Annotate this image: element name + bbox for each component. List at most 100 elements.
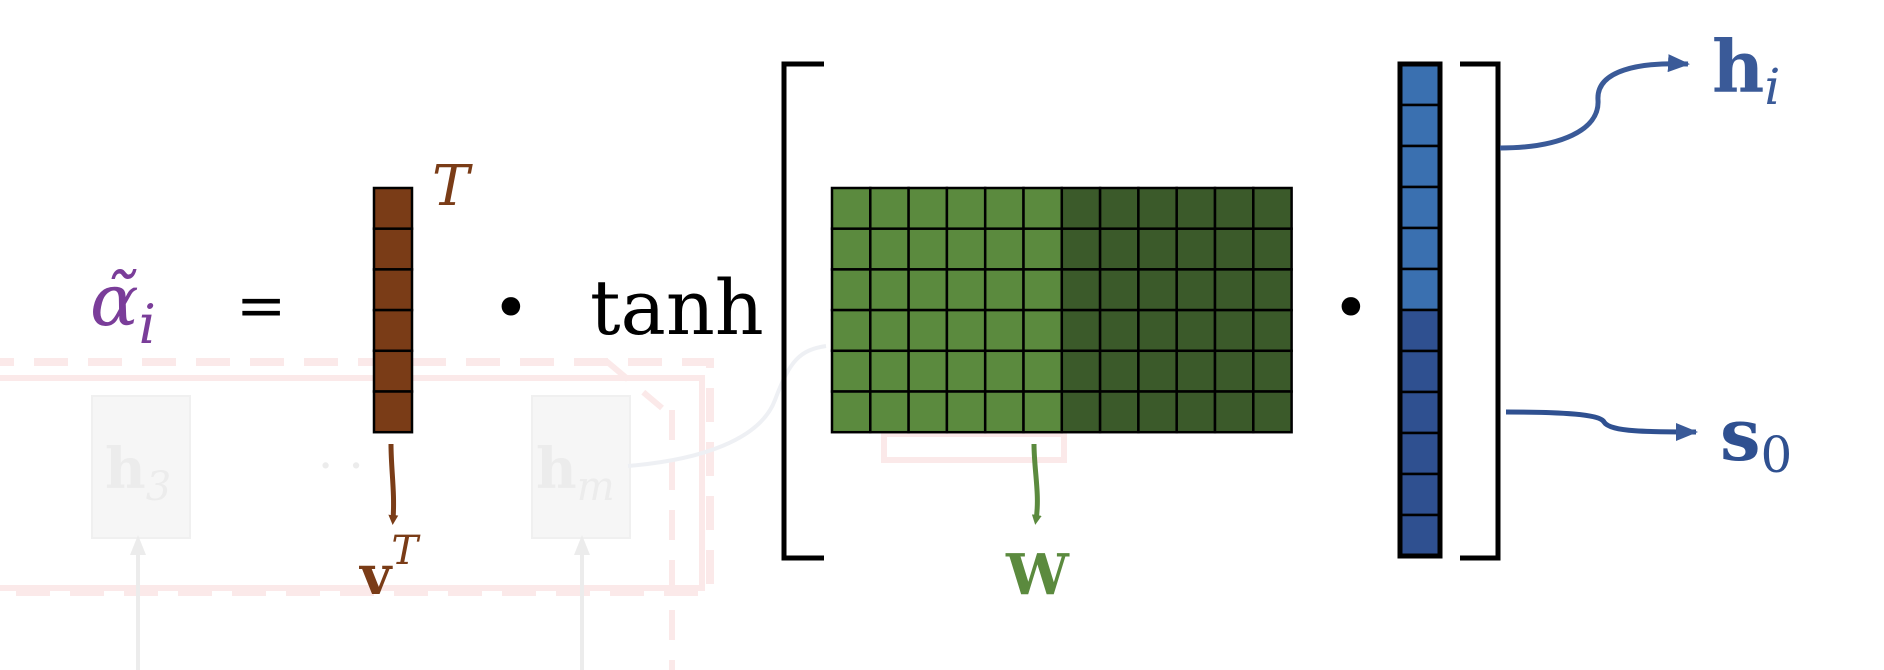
w-matrix-cell xyxy=(983,308,1025,353)
w-matrix-cell xyxy=(830,308,872,353)
faded-hm-label: hm xyxy=(536,436,615,510)
w-matrix-cell xyxy=(1098,308,1140,353)
faded-diagonal-line xyxy=(603,357,664,411)
s-arrow xyxy=(1505,409,1698,441)
alpha-tilde-symbol: α̃i xyxy=(90,258,156,356)
w-matrix-cell xyxy=(983,186,1025,230)
alpha-subscript: i xyxy=(139,293,156,356)
w-matrix-cell xyxy=(1098,227,1140,271)
w-matrix-cell xyxy=(907,390,949,434)
w-matrix-cell xyxy=(1022,268,1064,312)
w-matrix-cell xyxy=(1022,390,1064,434)
faded-w-box xyxy=(881,431,1067,463)
w-matrix-cell xyxy=(1060,227,1102,271)
w-matrix-cell xyxy=(1213,268,1255,312)
w-matrix-cell xyxy=(1022,349,1064,393)
w-matrix-cell xyxy=(1213,349,1255,393)
v-vector xyxy=(372,186,414,434)
faded-h3-box xyxy=(91,395,191,539)
v-vector-cell xyxy=(372,390,414,434)
w-matrix-cell xyxy=(869,349,910,393)
w-matrix-cell xyxy=(945,227,987,271)
equals-sign: = xyxy=(236,271,286,341)
s-vector-cell xyxy=(1398,472,1442,517)
w-matrix-cell xyxy=(830,390,872,434)
h-arrow xyxy=(1499,54,1690,151)
w-matrix-cell xyxy=(907,349,949,393)
h-vector-cell xyxy=(1398,267,1442,312)
w-matrix-cell xyxy=(1137,227,1178,271)
faded-curve xyxy=(627,344,827,468)
v-vector-cell xyxy=(372,186,414,230)
w-matrix-cell xyxy=(1175,349,1217,393)
w-matrix-cell xyxy=(945,268,987,312)
h-vector-cell xyxy=(1398,144,1442,189)
w-arrow xyxy=(1031,443,1042,525)
w-matrix-cell xyxy=(945,390,987,434)
w-matrix-cell xyxy=(869,186,910,230)
w-matrix-cell xyxy=(945,186,987,230)
dot-operator-2: • xyxy=(1332,272,1370,346)
w-matrix-cell xyxy=(1098,186,1140,230)
v-vector-cell xyxy=(372,308,414,353)
w-matrix-cell xyxy=(907,227,949,271)
w-matrix-cell xyxy=(1252,268,1293,312)
w-matrix-cell xyxy=(1098,268,1140,312)
h-vector-cell xyxy=(1398,226,1442,271)
w-matrix-cell xyxy=(1252,349,1293,393)
w-matrix-cell xyxy=(945,349,987,393)
w-matrix-cell xyxy=(1213,186,1255,230)
s-vector-cell xyxy=(1398,513,1442,558)
faded-outer-dashed-border xyxy=(0,358,714,596)
h-vector-cell xyxy=(1398,62,1442,107)
v-vector-cell xyxy=(372,227,414,271)
w-matrix-cell xyxy=(945,308,987,353)
v-transpose-label: vT xyxy=(359,528,421,607)
v-vector-cell xyxy=(372,268,414,312)
w-matrix-cell xyxy=(1137,349,1178,393)
w-matrix-cell xyxy=(1175,308,1217,353)
w-matrix-cell xyxy=(907,186,949,230)
w-matrix-cell xyxy=(1252,308,1293,353)
w-matrix-cell xyxy=(1060,390,1102,434)
v-vector-cell xyxy=(372,349,414,393)
right-bracket xyxy=(1460,61,1501,561)
concat-vector xyxy=(1397,61,1443,559)
w-matrix-cell xyxy=(983,390,1025,434)
w-matrix-cell xyxy=(1137,268,1178,312)
w-matrix-cell xyxy=(1060,268,1102,312)
w-matrix-cell xyxy=(869,268,910,312)
w-matrix-cell xyxy=(1252,186,1293,230)
w-matrix-cell xyxy=(1022,186,1064,230)
w-matrix-cell xyxy=(1060,349,1102,393)
w-matrix-cell xyxy=(1022,308,1064,353)
w-matrix-cell xyxy=(1252,390,1293,434)
faded-inner-border xyxy=(0,375,705,591)
w-matrix-cell xyxy=(907,268,949,312)
w-matrix-cell xyxy=(1098,349,1140,393)
w-matrix-cell xyxy=(1175,227,1217,271)
w-matrix xyxy=(830,186,1293,434)
w-matrix-cell xyxy=(830,227,872,271)
w-matrix-cell xyxy=(1137,308,1178,353)
w-matrix-cell xyxy=(830,349,872,393)
w-matrix-cell xyxy=(1175,268,1217,312)
w-matrix-cell xyxy=(1213,390,1255,434)
h-vector-cell xyxy=(1398,185,1442,230)
w-matrix-cell xyxy=(983,227,1025,271)
s-vector-cell xyxy=(1398,308,1442,353)
faded-h3-label: h3 xyxy=(105,436,171,510)
w-label: W xyxy=(1005,542,1070,608)
w-matrix-cell xyxy=(1213,227,1255,271)
w-matrix-cell xyxy=(869,390,910,434)
w-matrix-cell xyxy=(1060,186,1102,230)
w-matrix-cell xyxy=(1137,390,1178,434)
h-i-label: hi xyxy=(1712,24,1780,116)
w-matrix-cell xyxy=(1175,186,1217,230)
left-bracket xyxy=(781,61,824,561)
w-matrix-cell xyxy=(1022,227,1064,271)
w-matrix-cell xyxy=(1098,390,1140,434)
h-vector-cell xyxy=(1398,103,1442,148)
w-matrix-cell xyxy=(1137,186,1178,230)
